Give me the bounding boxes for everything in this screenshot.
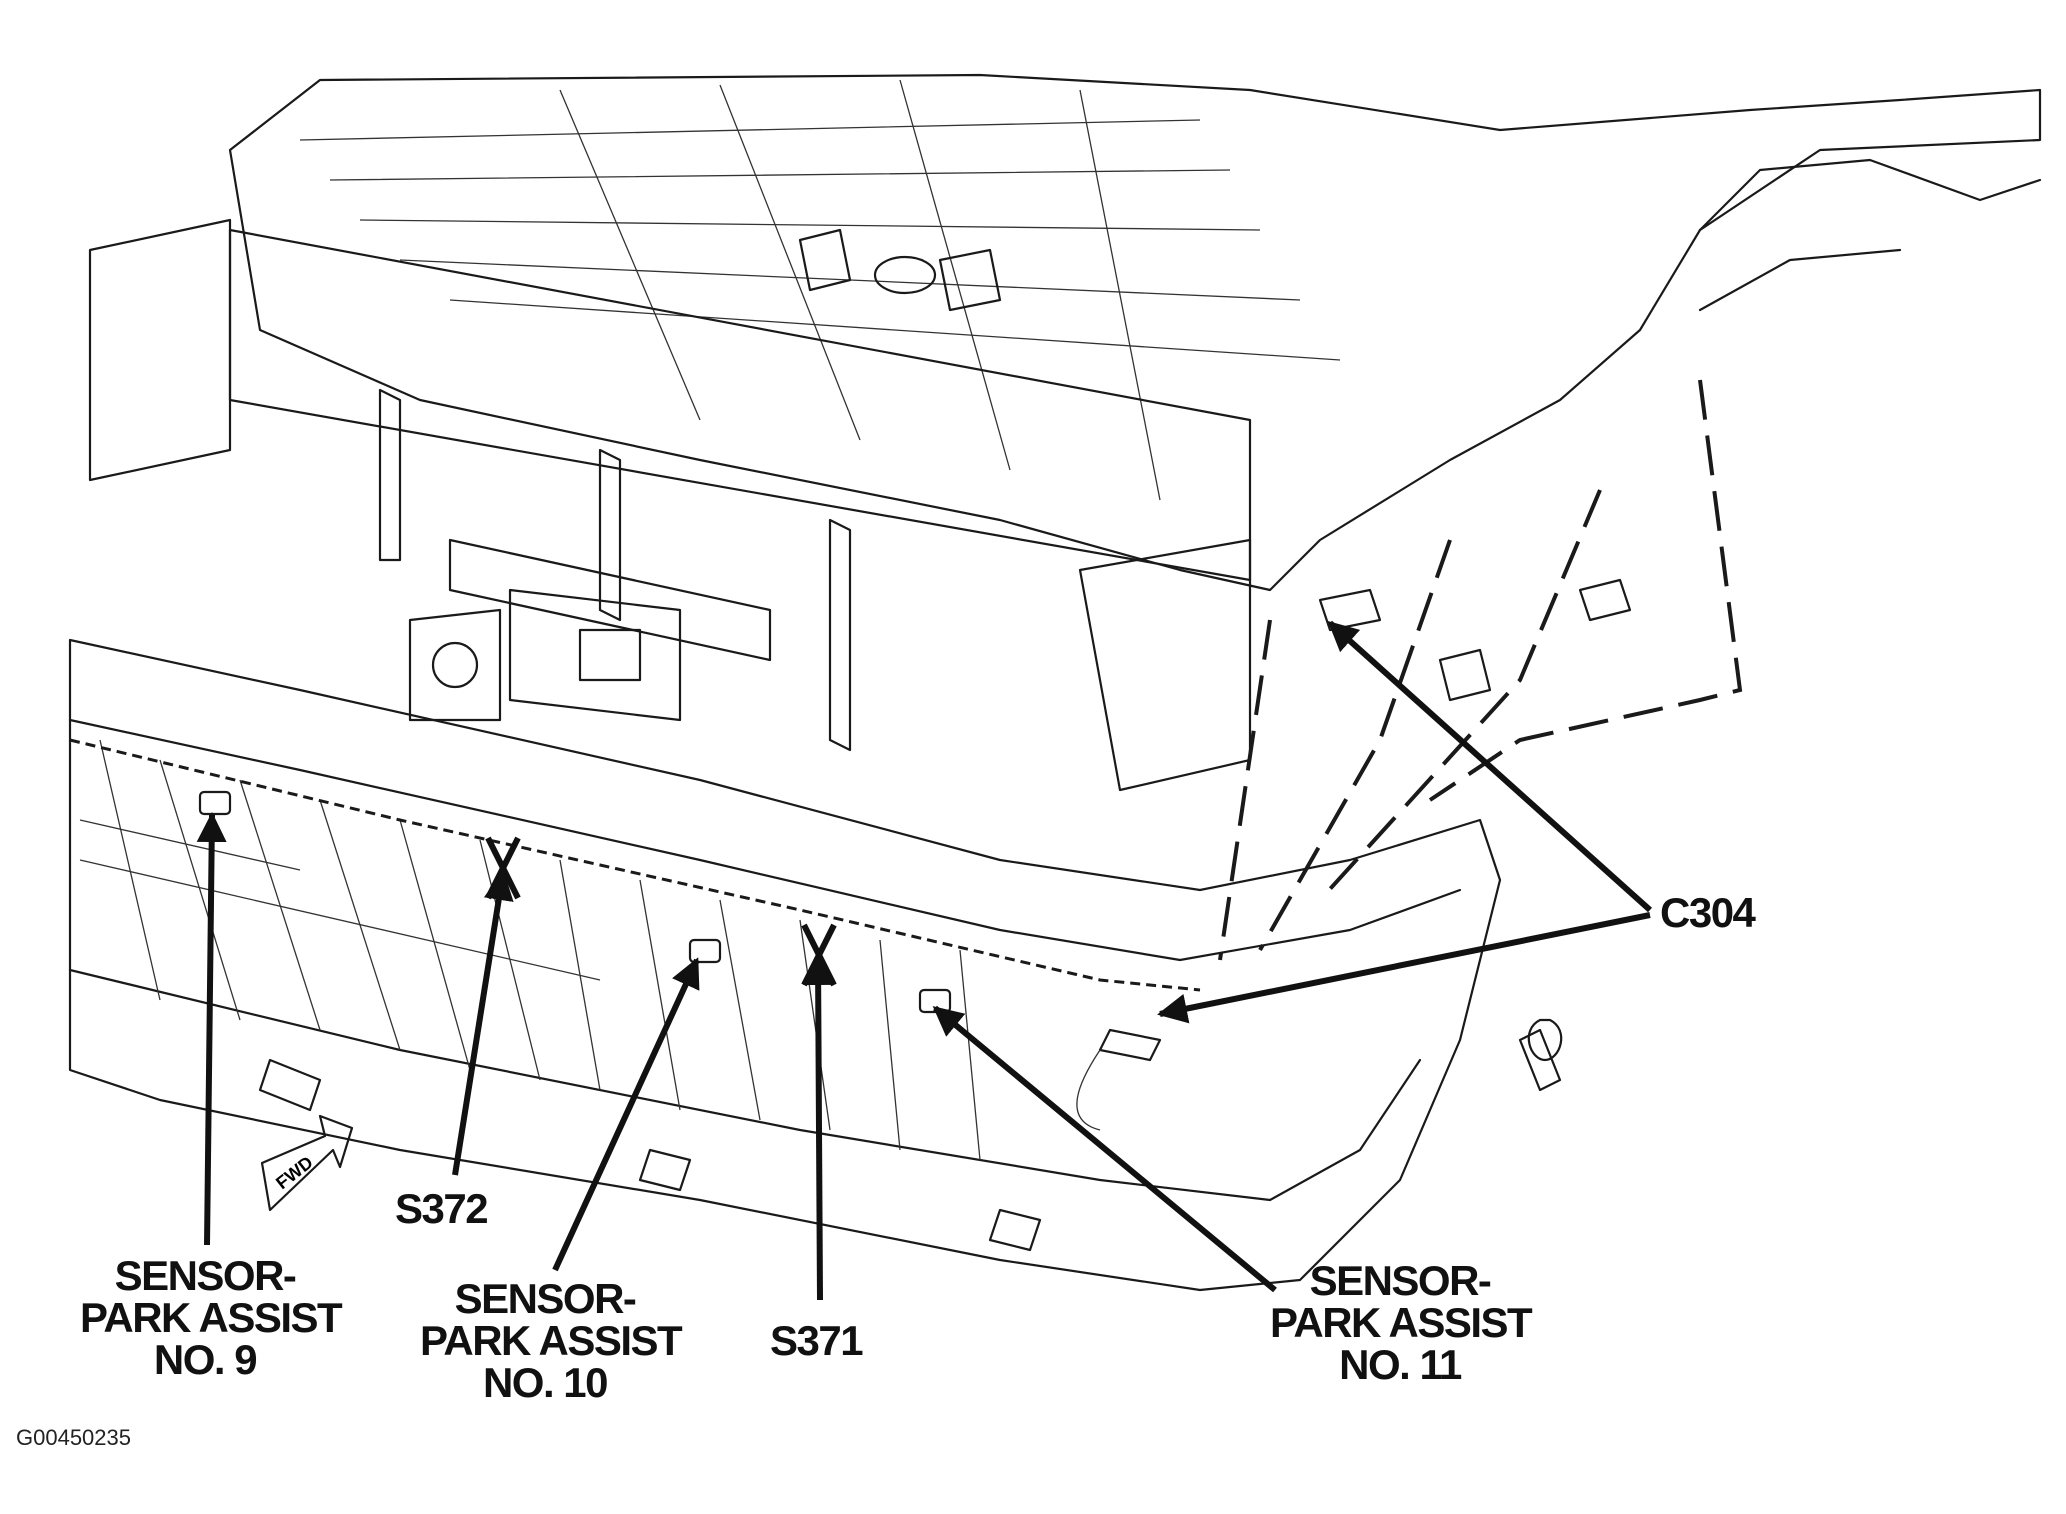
label-sensor-9-line-3: NO. 9 [153,1336,258,1383]
push-pin-fastener [1527,1018,1563,1062]
rear-crossmember [88,218,1252,792]
label-s371: S371 [770,1317,864,1364]
label-sensor-10-line-3: NO. 10 [482,1359,609,1406]
retainer-clips [1318,578,1632,1092]
figure-id: G00450235 [16,1425,131,1451]
label-s371-text: S371 [770,1317,864,1364]
label-sensor-9-line-2: PARK ASSIST [80,1294,343,1341]
label-s372: S372 [395,1185,489,1232]
label-sensor-11: SENSOR- PARK ASSIST NO. 11 [1270,1257,1533,1388]
label-sensor-10: SENSOR- PARK ASSIST NO. 10 [420,1275,683,1406]
leader-lines [196,620,1653,1301]
label-sensor-10-line-1: SENSOR- [454,1275,637,1322]
label-sensor-11-line-1: SENSOR- [1309,1257,1492,1304]
label-sensor-9: SENSOR- PARK ASSIST NO. 9 [80,1252,343,1383]
installation-guide-lines [1218,379,1743,961]
label-sensor-10-line-2: PARK ASSIST [420,1317,683,1364]
label-sensor-11-line-2: PARK ASSIST [1270,1299,1533,1346]
label-c304: C304 [1660,889,1756,936]
label-s372-text: S372 [395,1185,489,1232]
label-c304-text: C304 [1660,889,1756,936]
label-sensor-9-line-1: SENSOR- [114,1252,297,1299]
rear-bumper-fascia [68,638,1502,1292]
vehicle-floor-pan [228,73,2042,592]
park-assist-sensors [198,790,952,1014]
figure-id-text: G00450235 [16,1425,131,1450]
label-sensor-11-line-3: NO. 11 [1339,1341,1462,1388]
